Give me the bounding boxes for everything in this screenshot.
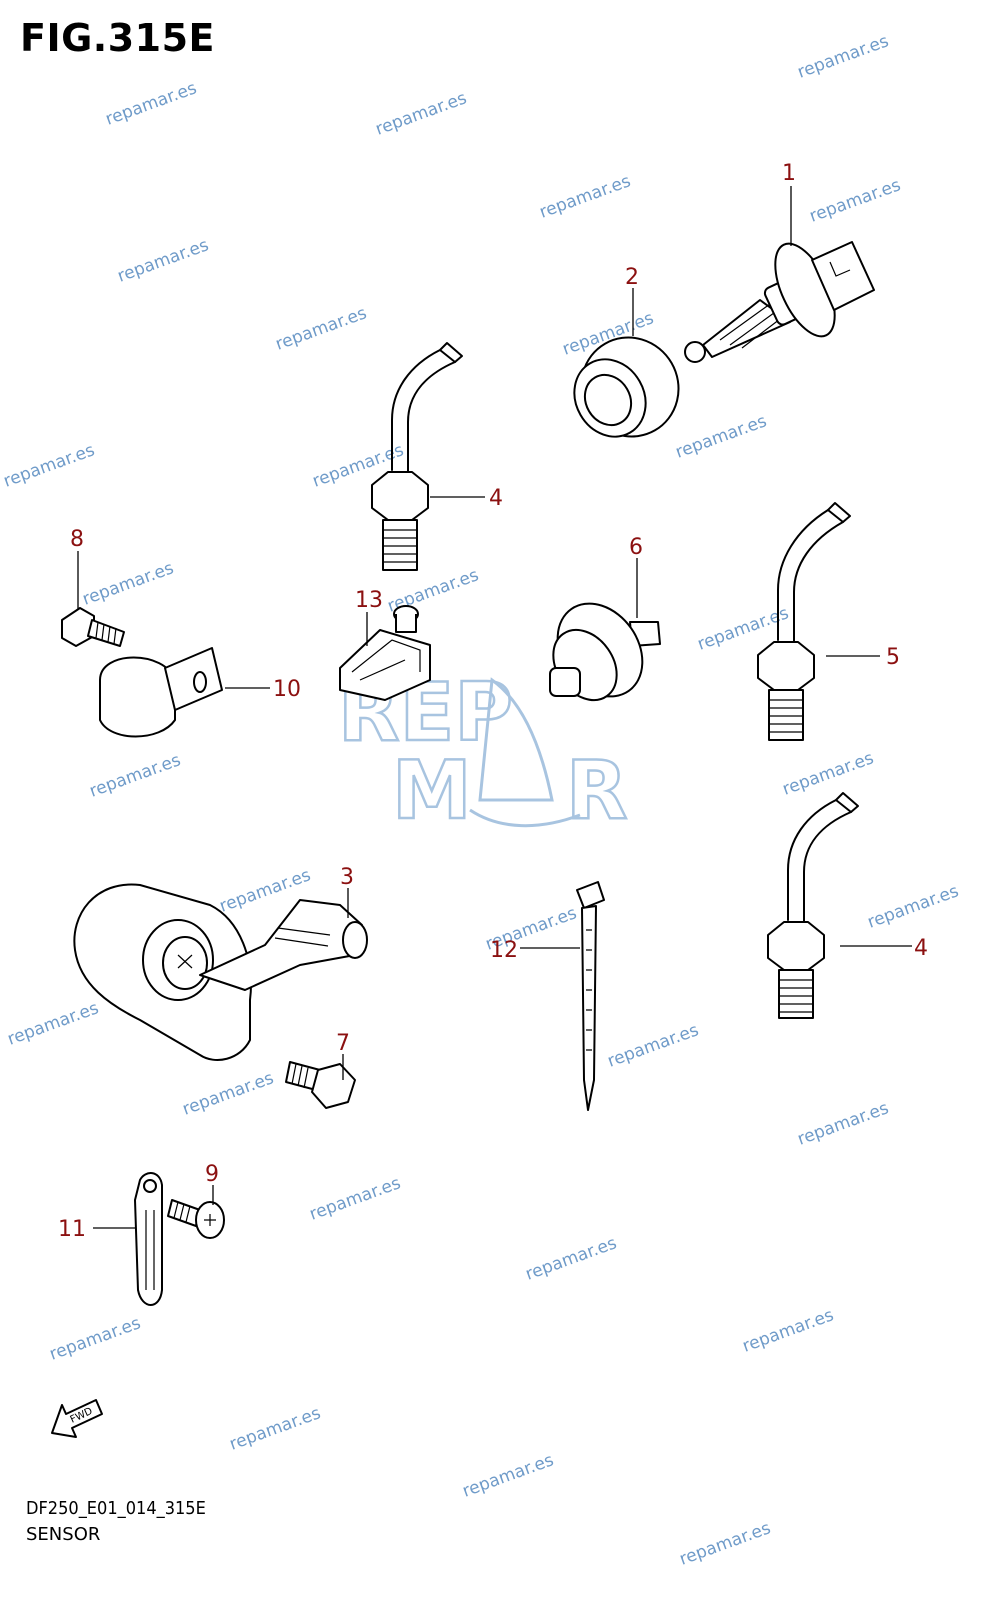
watermark-text: repamar.es xyxy=(1,440,98,491)
callouts: 1 2 3 4 4 5 6 7 8 9 10 11 12 13 xyxy=(58,161,928,1242)
watermark-text: repamar.es xyxy=(865,881,962,932)
callout-4-top: 4 xyxy=(489,486,503,511)
part-7-screw xyxy=(285,1061,356,1109)
footer-section-name: SENSOR xyxy=(26,1524,101,1545)
watermark-text: repamar.es xyxy=(673,411,770,462)
watermark-text: repamar.es xyxy=(47,1313,144,1364)
part-4-sensor-top xyxy=(371,342,463,571)
leader-lines xyxy=(77,186,912,1229)
callout-1: 1 xyxy=(782,161,796,186)
watermark-text: repamar.es xyxy=(307,1173,404,1224)
callout-10: 10 xyxy=(273,677,301,702)
watermark-text: repamar.es xyxy=(807,175,904,226)
watermark-text: repamar.es xyxy=(5,998,102,1049)
callout-3: 3 xyxy=(340,865,354,890)
watermark-text: repamar.es xyxy=(80,558,177,609)
part-8-bolt xyxy=(61,607,125,647)
callout-12: 12 xyxy=(490,938,518,963)
part-11-holder xyxy=(134,1172,163,1306)
callout-4-bottom: 4 xyxy=(914,936,928,961)
figure-title: FIG.315E xyxy=(20,16,216,60)
watermark-text: repamar.es xyxy=(523,1233,620,1284)
part-2-grommet xyxy=(573,336,680,438)
watermark-text: repamar.es xyxy=(795,1098,892,1149)
callout-13: 13 xyxy=(355,588,383,613)
watermark-text: repamar.es xyxy=(780,748,877,799)
callout-6: 6 xyxy=(629,535,643,560)
part-13-clip xyxy=(339,605,431,701)
watermark-text: repamar.es xyxy=(180,1068,277,1119)
watermark-text: repamar.es xyxy=(373,88,470,139)
watermark-text: repamar.es xyxy=(460,1450,557,1501)
callout-7: 7 xyxy=(336,1031,350,1056)
callout-2: 2 xyxy=(625,265,639,290)
watermark-text: repamar.es xyxy=(227,1403,324,1454)
part-1-sensor xyxy=(684,241,875,363)
part-5-sensor xyxy=(757,502,851,741)
part-6-knock-sensor xyxy=(549,602,661,702)
callout-5: 5 xyxy=(886,645,900,670)
logo-line2: M xyxy=(392,744,472,837)
part-3-tps xyxy=(73,883,368,1061)
callout-11: 11 xyxy=(58,1217,86,1242)
callout-8: 8 xyxy=(70,527,84,552)
part-10-clamp xyxy=(99,647,223,738)
watermark-text: repamar.es xyxy=(273,303,370,354)
watermark-text: repamar.es xyxy=(795,31,892,82)
watermark-text: repamar.es xyxy=(677,1518,774,1569)
watermark-text: repamar.es xyxy=(740,1305,837,1356)
part-9-screw xyxy=(167,1199,225,1239)
part-4-sensor-bottom xyxy=(767,792,859,1019)
watermark-text: repamar.es xyxy=(537,171,634,222)
watermark-text: repamar.es xyxy=(103,78,200,129)
watermark-text: repamar.es xyxy=(87,750,184,801)
footer-diagram-code: DF250_E01_014_315E xyxy=(26,1498,206,1519)
logo-line3: R xyxy=(566,744,628,837)
fwd-arrow-icon: FWD xyxy=(51,1399,103,1438)
callout-9: 9 xyxy=(205,1162,219,1187)
watermark-text: repamar.es xyxy=(605,1020,702,1071)
part-12-cable-tie xyxy=(576,881,605,1111)
watermark-text: repamar.es xyxy=(115,235,212,286)
